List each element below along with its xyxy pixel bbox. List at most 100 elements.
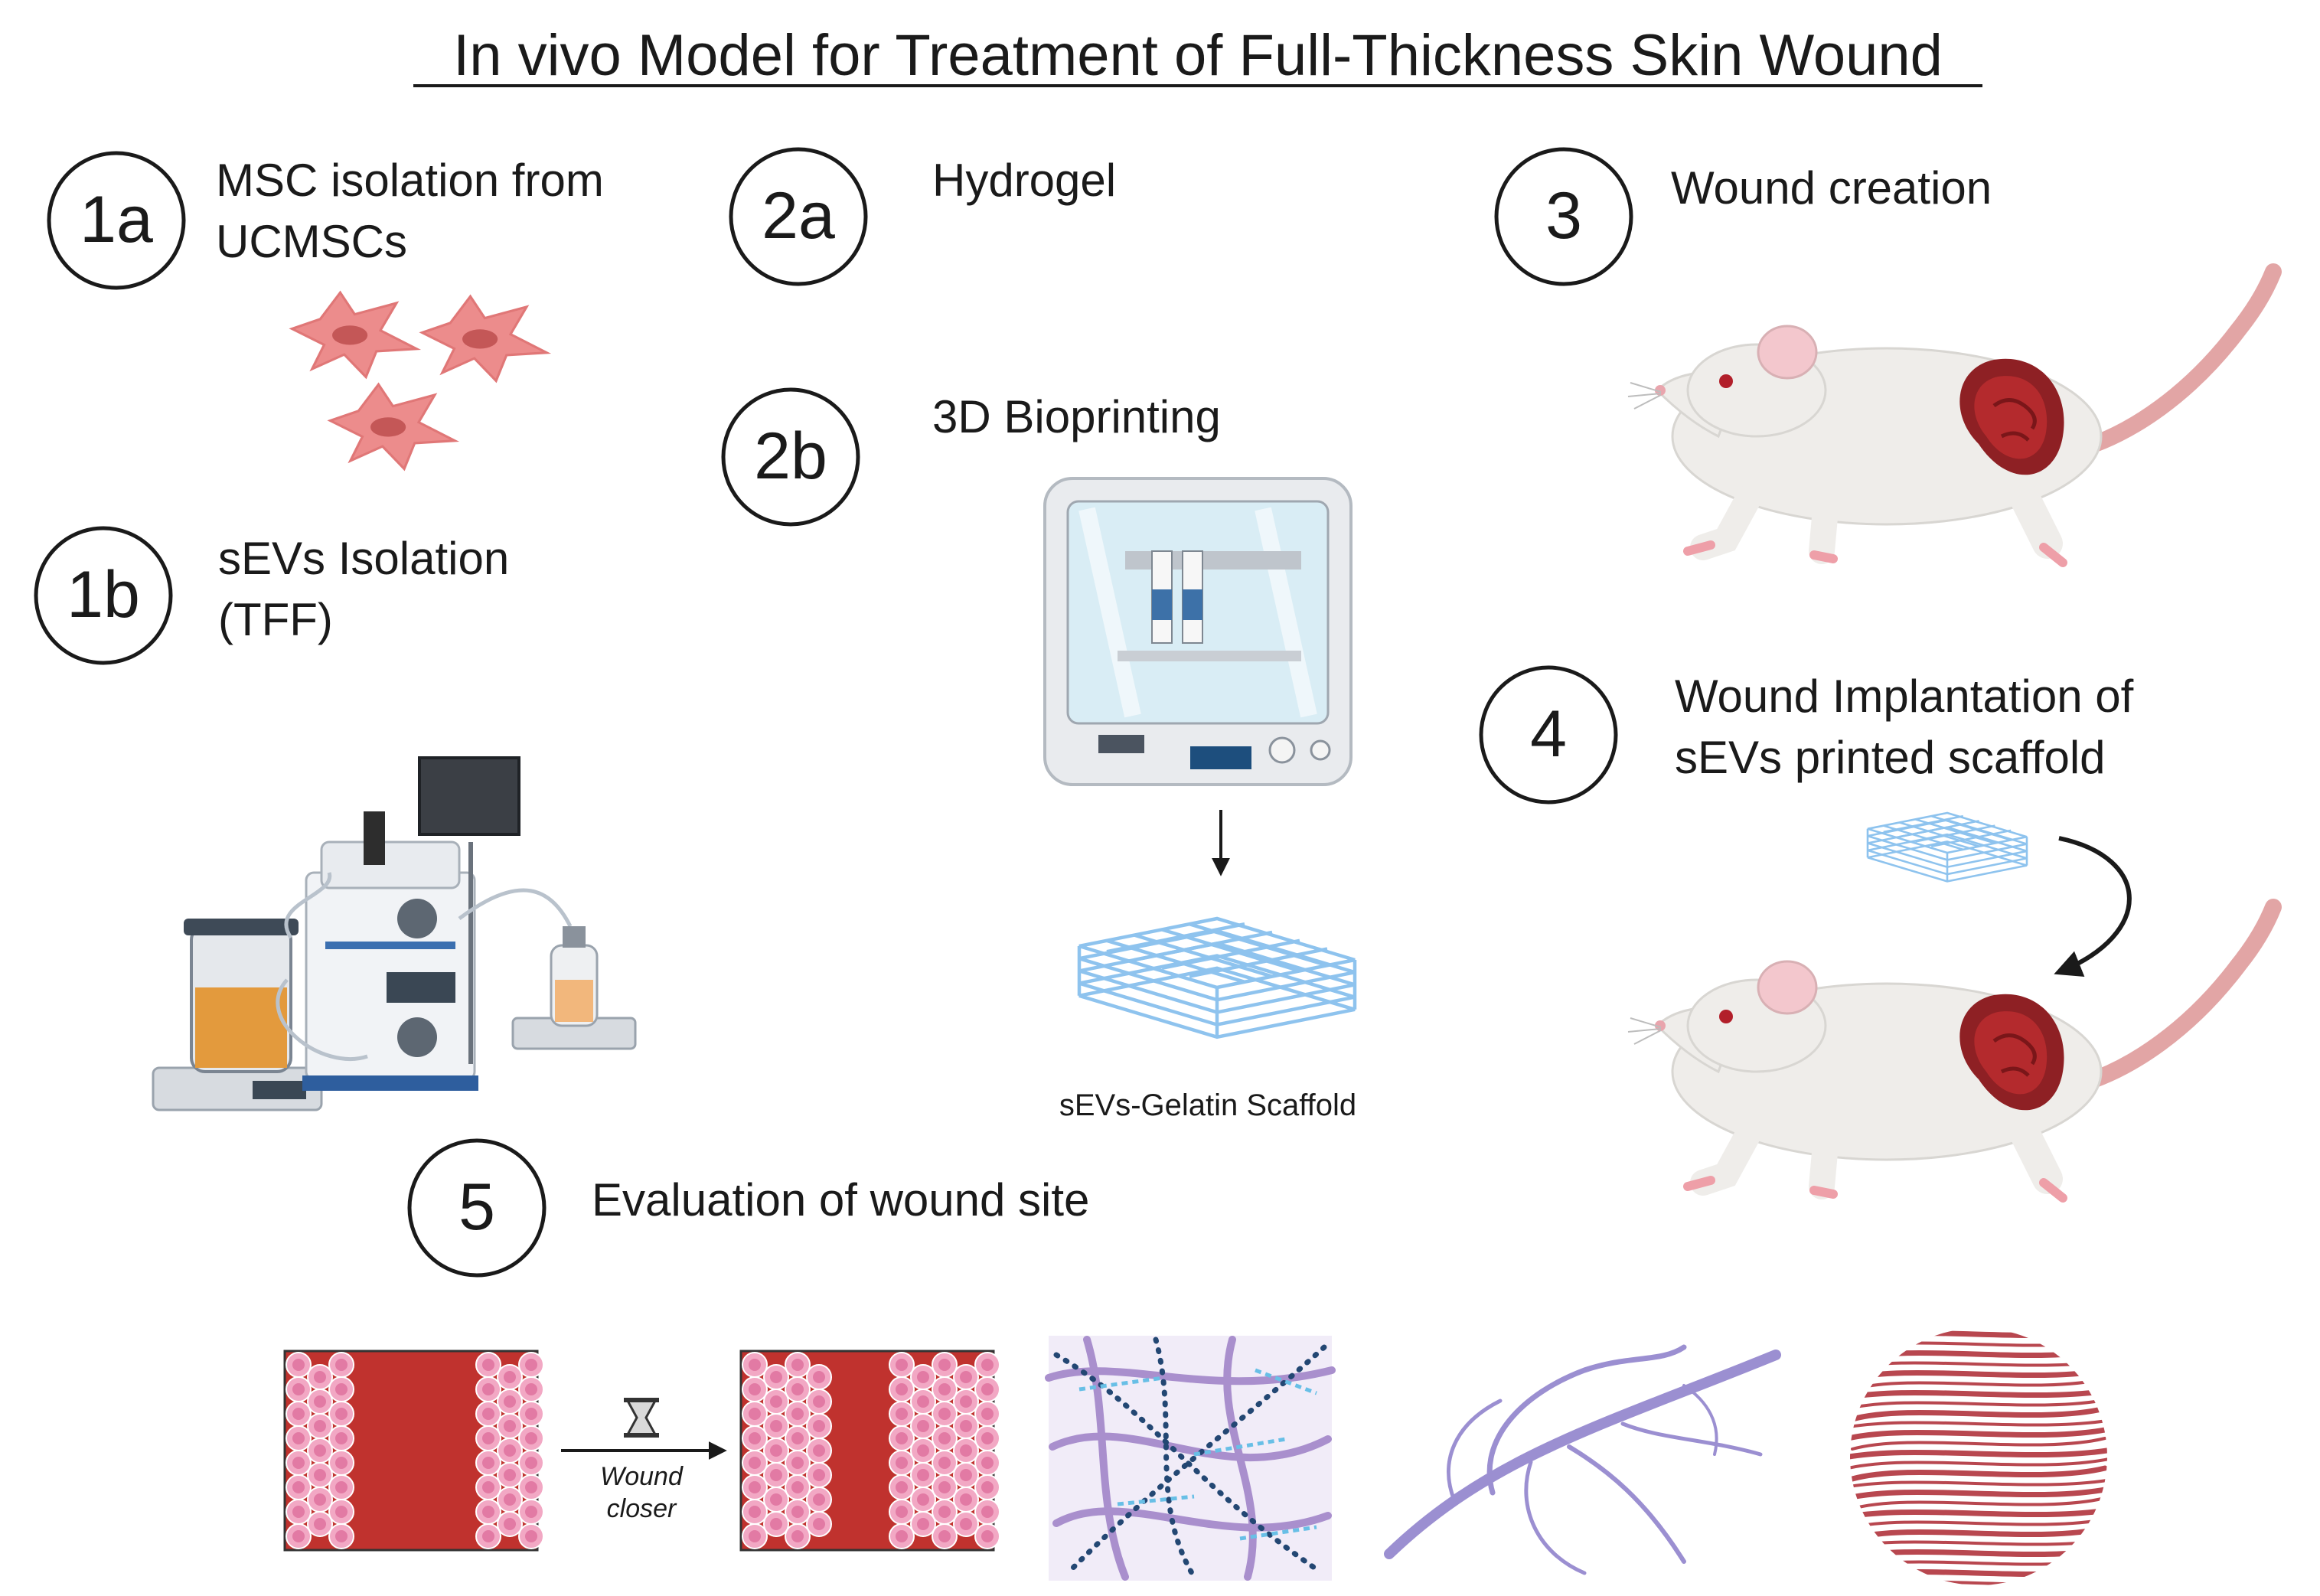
muscle-fiber (1851, 1556, 2106, 1570)
tissue-cell (889, 1425, 915, 1451)
svg-text:2a: 2a (762, 179, 835, 253)
muscle-fiber (1850, 1397, 2107, 1411)
tissue-cell (763, 1413, 789, 1439)
tissue-cell (910, 1413, 936, 1439)
tissue-cell (785, 1352, 811, 1378)
tissue-cell (953, 1413, 979, 1439)
tissue-cell (974, 1376, 1000, 1402)
step-5-badge: 5 (407, 1138, 547, 1278)
tissue-cell (742, 1376, 768, 1402)
tissue-cell (932, 1499, 958, 1525)
tissue-cell (785, 1474, 811, 1500)
muscle-fiber (1850, 1337, 2107, 1351)
tissue-cell (518, 1450, 544, 1476)
tissue-cell (953, 1389, 979, 1415)
tissue-cell (742, 1425, 768, 1451)
tissue-cell (932, 1474, 958, 1500)
muscle-fiber (1850, 1346, 2107, 1363)
tissue-cell (889, 1376, 915, 1402)
tissue-cell (307, 1364, 333, 1390)
svg-text:3: 3 (1545, 179, 1582, 253)
printed-scaffold (1079, 919, 1355, 1037)
muscle-fiber (1850, 1385, 2107, 1402)
tissue-cell (286, 1401, 312, 1427)
tissue-cell (974, 1425, 1000, 1451)
tissue-cell (307, 1413, 333, 1439)
tissue-cell (953, 1462, 979, 1488)
step-2a-label: Hydrogel (932, 155, 1116, 206)
tissue-cell (974, 1450, 1000, 1476)
muscle-fiber (1850, 1505, 2107, 1522)
step-2b-badge: 2b (721, 387, 860, 527)
tissue-cell (806, 1364, 832, 1390)
tissue-cell (974, 1352, 1000, 1378)
tissue-cell (763, 1462, 789, 1488)
tissue-cell (286, 1425, 312, 1451)
tissue-cell (910, 1438, 936, 1464)
tissue-cell (974, 1401, 1000, 1427)
tissue-cell (328, 1499, 354, 1525)
step-4-badge: 4 (1479, 665, 1618, 805)
tissue-cell (763, 1487, 789, 1513)
tissue-cell (910, 1364, 936, 1390)
muscle-fiber (1850, 1405, 2107, 1422)
tissue-cell (785, 1425, 811, 1451)
tissue-cell (328, 1450, 354, 1476)
step-1b-badge: 1b (34, 526, 173, 665)
muscle-fiber (1850, 1576, 2107, 1585)
tissue-cell (328, 1474, 354, 1500)
tissue-cell (328, 1352, 354, 1378)
tissue-cell (742, 1474, 768, 1500)
diagram-title: In vivo Model for Treatment of Full-Thic… (453, 23, 1943, 88)
tissue-cell (497, 1462, 523, 1488)
tissue-cell (785, 1499, 811, 1525)
tissue-cell (475, 1401, 501, 1427)
tissue-cell (286, 1376, 312, 1402)
tissue-cell (328, 1523, 354, 1549)
tissue-cell (889, 1474, 915, 1500)
wound-closure-label-line1: Wound (600, 1462, 684, 1491)
step-1b-label-line1: sEVs Isolation (218, 533, 509, 584)
muscle-fiber (1851, 1437, 2106, 1451)
tissue-cell (742, 1352, 768, 1378)
muscle-fiber (1850, 1536, 2107, 1550)
tissue-cell (742, 1450, 768, 1476)
mouse-scaffold-implant (1628, 907, 2273, 1198)
step-3-label: Wound creation (1671, 162, 1992, 214)
msc-cells-illustration (290, 291, 548, 471)
tissue-cell (932, 1523, 958, 1549)
muscle-fiber (1850, 1417, 2107, 1431)
tissue-cell (889, 1499, 915, 1525)
tissue-cell (475, 1499, 501, 1525)
tissue-cell (742, 1401, 768, 1427)
tissue-cell (785, 1376, 811, 1402)
tissue-cell (742, 1523, 768, 1549)
muscle-fiber (1850, 1357, 2107, 1371)
tissue-cell (307, 1389, 333, 1415)
step-1a-badge: 1a (47, 151, 186, 290)
tissue-cell (497, 1438, 523, 1464)
tissue-cell (974, 1474, 1000, 1500)
tissue-cell (497, 1413, 523, 1439)
muscle-fiber (1850, 1445, 2107, 1462)
tissue-cell (518, 1376, 544, 1402)
tissue-cell (806, 1389, 832, 1415)
tissue-cell (806, 1438, 832, 1464)
blood-vessels-illustration (1384, 1344, 1781, 1575)
tissue-cell (518, 1401, 544, 1427)
muscle-fiber (1850, 1457, 2107, 1470)
tissue-cell (286, 1474, 312, 1500)
svg-text:1b: 1b (67, 558, 140, 632)
tissue-cell (763, 1511, 789, 1537)
wound-closure-label-line2: closer (607, 1494, 677, 1523)
tissue-cell (475, 1352, 501, 1378)
tissue-cell (475, 1523, 501, 1549)
tissue-cell (932, 1425, 958, 1451)
tissue-cell (475, 1450, 501, 1476)
tissue-cell (953, 1511, 979, 1537)
tissue-cell (286, 1352, 312, 1378)
tissue-cell (286, 1499, 312, 1525)
muscle-fiber-illustration (1850, 1328, 2107, 1585)
step-2a-badge: 2a (729, 147, 868, 286)
tff-system-illustration (152, 756, 637, 1111)
